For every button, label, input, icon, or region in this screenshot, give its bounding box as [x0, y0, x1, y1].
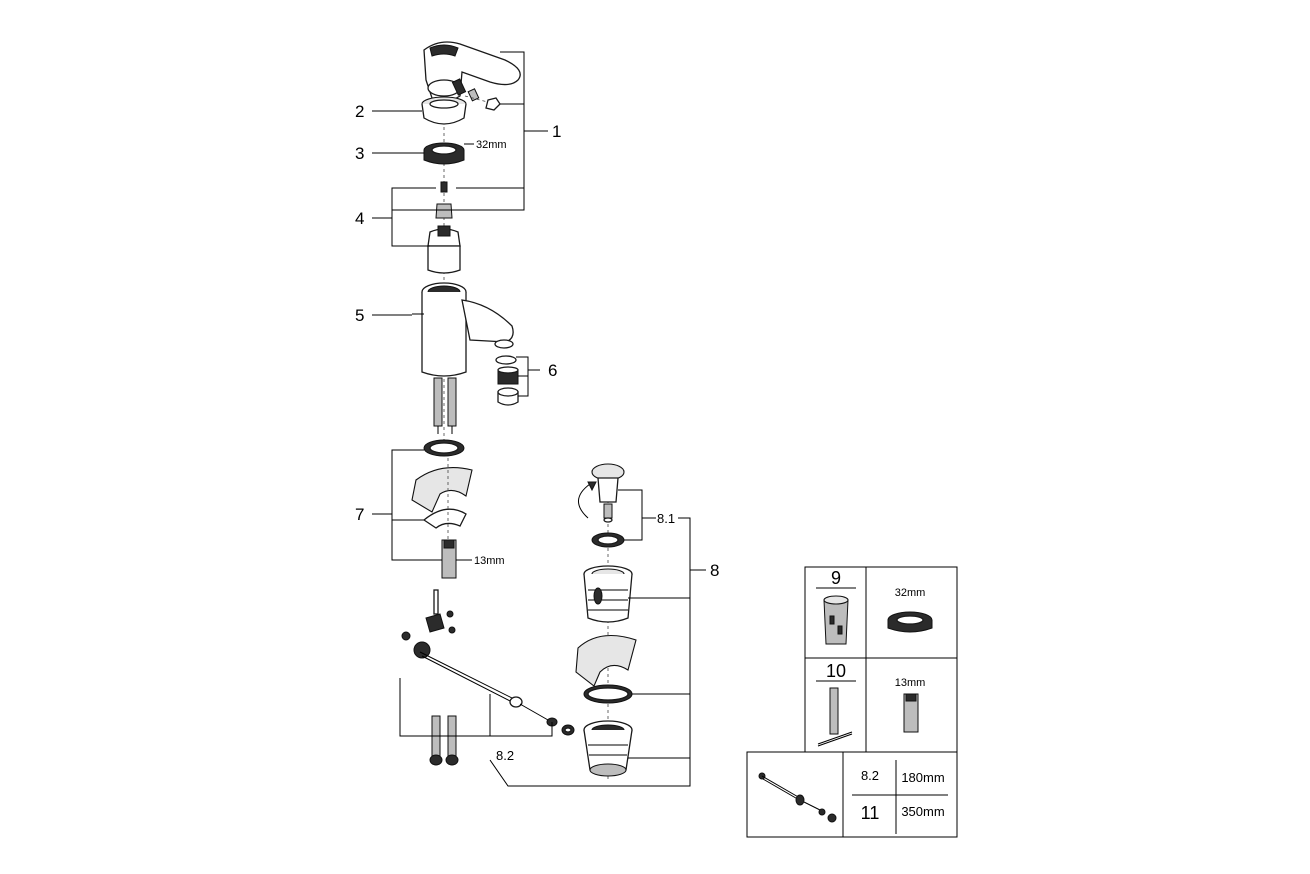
- spare-parts-table: 9 32mm 10 13mm 8.: [746, 566, 958, 838]
- callout-labels: 1 2 3 32mm 4 5 6 7 13mm 8.1 8 8.2: [355, 102, 719, 763]
- table-label-10: 10: [826, 661, 846, 681]
- faucet-assembly: [401, 41, 575, 766]
- waste-o-ring: [583, 684, 633, 704]
- callout-8-2: 8.2: [496, 748, 514, 763]
- callout-6: 6: [548, 361, 557, 380]
- extension-sleeve-drawing: [823, 595, 849, 645]
- callout-8: 8: [710, 561, 719, 580]
- callout-8-1: 8.1: [657, 511, 675, 526]
- callout-4: 4: [355, 209, 364, 228]
- waste-plug: [578, 463, 625, 523]
- rod-drawing: [758, 772, 837, 823]
- waste-gasket: [575, 635, 637, 687]
- rod-row-label-2: 11: [861, 803, 880, 823]
- waste-body: [583, 565, 633, 623]
- spindle-drawing: [903, 693, 919, 733]
- cartridge: [427, 181, 461, 274]
- pop-up-rod: [401, 589, 575, 736]
- callout-2: 2: [355, 102, 364, 121]
- waste-tail: [583, 720, 633, 777]
- rod-row-label-1: 8.2: [861, 768, 879, 783]
- table-dim-32mm: 32mm: [895, 587, 926, 599]
- aerator: [495, 355, 519, 406]
- table-dim-13mm: 13mm: [895, 677, 926, 689]
- cover-ring: [421, 96, 467, 125]
- lever-handle: [423, 41, 521, 111]
- faucet-body: [412, 282, 514, 434]
- nut-drawing: [887, 611, 933, 633]
- callout-7: 7: [355, 505, 364, 524]
- callout-1: 1: [552, 122, 561, 141]
- dimension-13mm: 13mm: [474, 555, 505, 567]
- callout-3: 3: [355, 144, 364, 163]
- supply-hoses: [429, 715, 459, 766]
- threaded-nut: [423, 142, 465, 165]
- plug-seal: [591, 532, 625, 548]
- pop-up-waste-assembly: [575, 463, 637, 780]
- rod-row-length-1: 180mm: [901, 770, 944, 785]
- rod-row-length-2: 350mm: [901, 804, 944, 819]
- leader-lines: [372, 51, 706, 787]
- spindle-extension-drawing: [817, 687, 853, 747]
- mounting-set: [411, 439, 473, 579]
- callout-5: 5: [355, 306, 364, 325]
- dimension-32mm: 32mm: [476, 139, 507, 151]
- table-label-9: 9: [831, 568, 841, 588]
